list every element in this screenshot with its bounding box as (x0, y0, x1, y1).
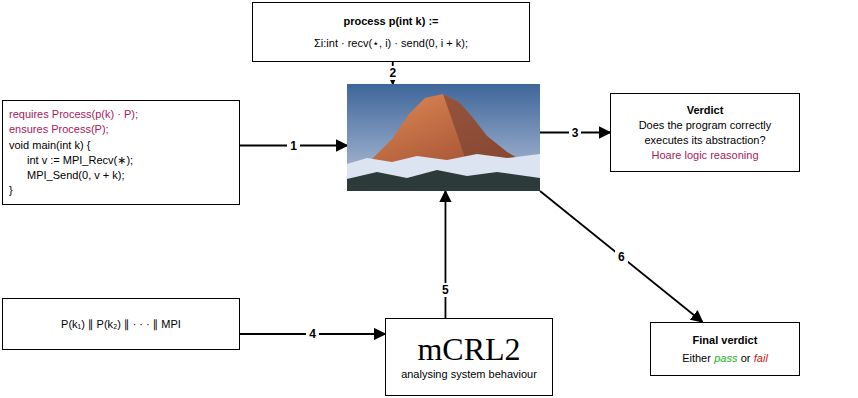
text-row: MPI_Send(0, v + k); (9, 168, 233, 182)
callout-number: 3 (569, 126, 582, 140)
text-row: void main(int k) { (9, 138, 233, 152)
box-text: requires Process(p(k) · P); (9, 108, 138, 120)
text-box: process p(int k) := Σi:int · recv(⋆, i) ·… (252, 2, 530, 62)
text-row: process p(int k) := (259, 14, 523, 28)
text-row: analysing system behaviour (388, 367, 550, 381)
text-row: Hoare logic reasoning (617, 148, 793, 162)
text-row: Final verdict (657, 333, 793, 347)
box-text: ensures Process(P); (9, 123, 109, 135)
text-row: Eitherpassorfail (657, 351, 793, 365)
box-text: void main(int k) { (9, 139, 90, 151)
box-text: Σi:int · recv(⋆, i) · send(0, i + k); (314, 37, 468, 49)
mountain-photo (347, 84, 540, 191)
box-text: Hoare logic reasoning (651, 149, 758, 161)
text-box: requires Process(p(k) · P); ensures Proce… (2, 100, 240, 205)
box-text: process p(int k) := (343, 15, 438, 27)
text-box: VerdictDoes the program correctly execut… (610, 93, 800, 172)
text-box: Final verdictEitherpassorfail (650, 322, 800, 376)
text-row: } (9, 183, 233, 197)
text-row: Does the program correctly executes its … (617, 118, 793, 147)
text-row: P(k₁) ∥ P(k₂) ∥ · · · ∥ MPI (9, 317, 233, 331)
callout-number: 6 (615, 250, 628, 264)
callout-number: 5 (439, 283, 452, 297)
box-text: MPI_Send(0, v + k); (27, 169, 125, 181)
mountain-image (347, 84, 540, 191)
box-text: P(k₁) ∥ P(k₂) ∥ · · · ∥ MPI (61, 318, 181, 330)
box-text: Either (682, 352, 711, 364)
box-text: analysing system behaviour (401, 368, 537, 380)
text-row: Σi:int · recv(⋆, i) · send(0, i + k); (259, 36, 523, 50)
callout-number: 2 (386, 66, 399, 80)
text-box: mCRL2analysing system behaviour (385, 318, 553, 396)
box-text: int v := MPI_Recv(∗); (27, 154, 133, 166)
text-row: Verdict (617, 103, 793, 117)
callout-number: 1 (287, 139, 300, 153)
box-text: pass (714, 352, 737, 364)
box-text: } (9, 184, 13, 196)
connector-arrow (445, 191, 447, 318)
text-row: int v := MPI_Recv(∗); (9, 153, 233, 167)
box-text: Verdict (687, 104, 724, 116)
text-row: ensures Process(P); (9, 122, 233, 136)
callout-number: 4 (306, 327, 319, 341)
box-text: Does the program correctly executes its … (639, 119, 772, 145)
connector-arrow (540, 191, 703, 322)
text-row: requires Process(p(k) · P); (9, 107, 233, 121)
box-text: fail (754, 352, 768, 364)
text-box: P(k₁) ∥ P(k₂) ∥ · · · ∥ MPI (2, 298, 240, 350)
box-text: or (741, 352, 751, 364)
box-text: Final verdict (693, 334, 758, 346)
box-text: mCRL2 (417, 331, 520, 367)
text-row: mCRL2 (388, 332, 550, 367)
